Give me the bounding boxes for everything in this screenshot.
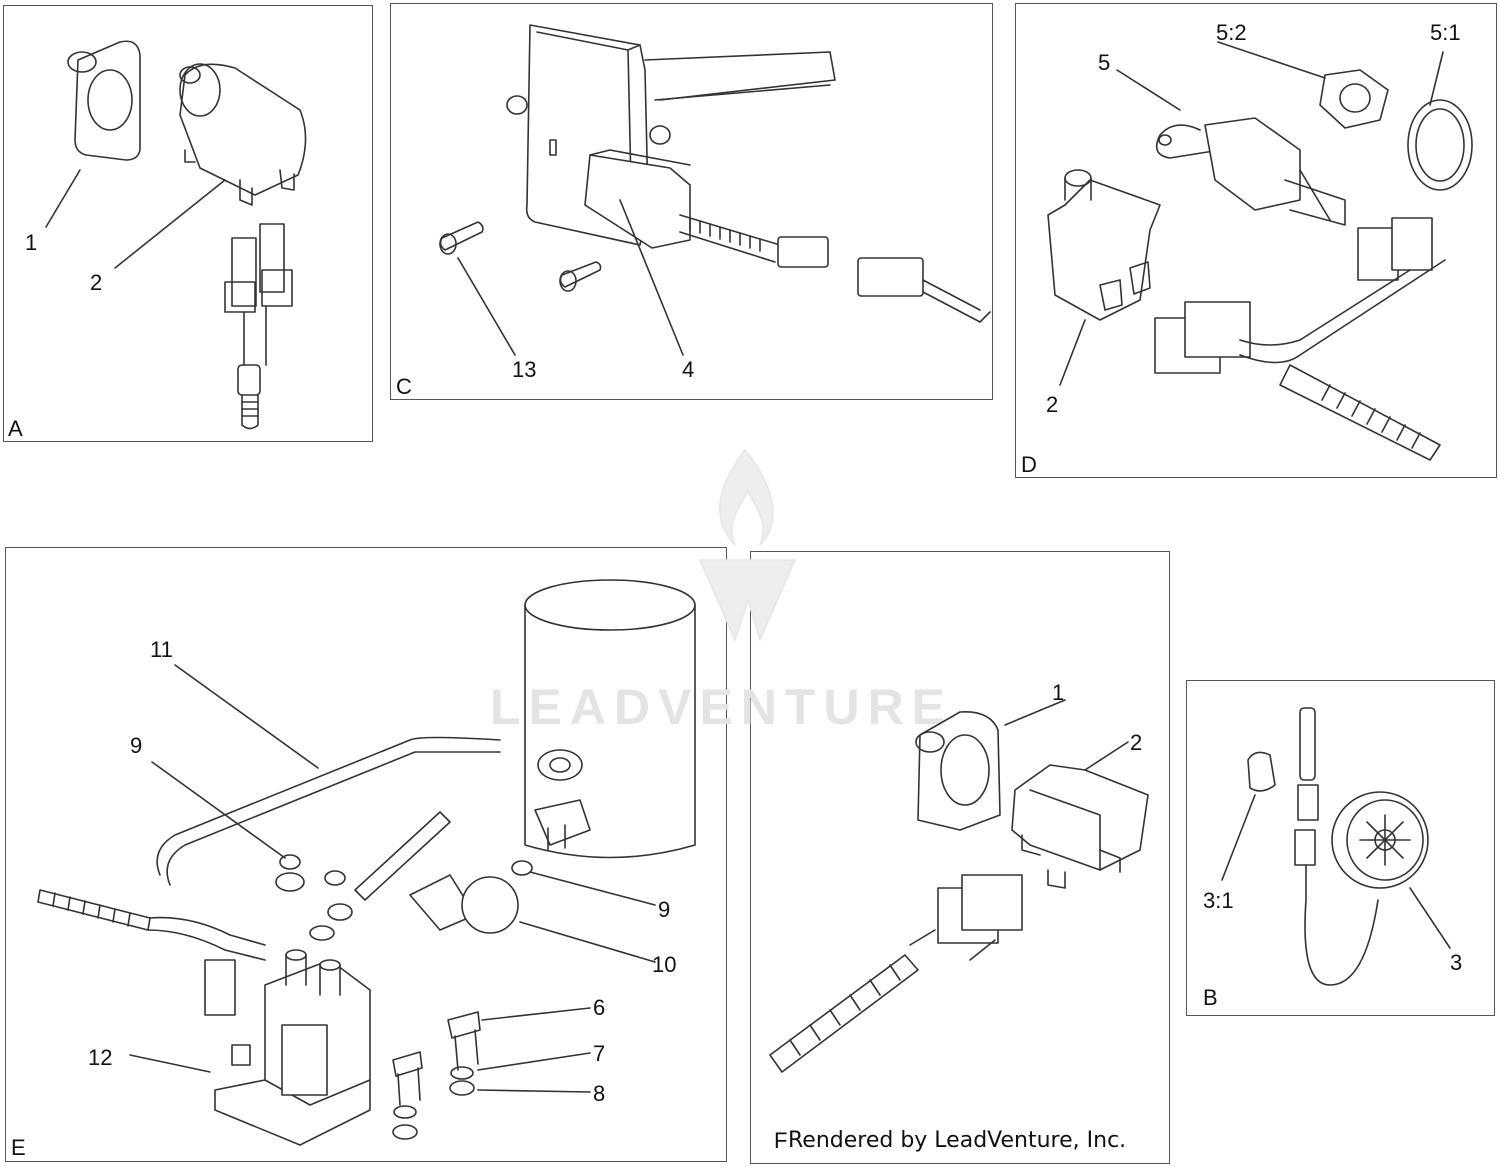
callout-e-8: 8 bbox=[593, 1081, 606, 1106]
callout-e-12: 12 bbox=[88, 1045, 113, 1070]
callout-e-6: 6 bbox=[593, 995, 606, 1020]
callout-b-3: 3 bbox=[1450, 950, 1463, 975]
panel-c bbox=[390, 3, 993, 400]
callout-d-5: 5 bbox=[1098, 50, 1111, 75]
callout-e-11: 11 bbox=[150, 637, 173, 662]
callout-e-10: 10 bbox=[652, 952, 677, 977]
callout-c-4: 4 bbox=[682, 357, 695, 382]
panel-d-label: D bbox=[1021, 452, 1037, 477]
panel-e-label: E bbox=[11, 1135, 26, 1160]
callout-a-2: 2 bbox=[90, 270, 103, 295]
callout-c-13: 13 bbox=[512, 357, 537, 382]
callout-e-9-right: 9 bbox=[658, 897, 671, 922]
watermark: LEADVENTURE bbox=[490, 679, 954, 735]
callout-e-9-left: 9 bbox=[130, 733, 143, 758]
panel-c-label: C bbox=[396, 374, 412, 399]
credit-text: Rendered by LeadVenture, Inc. bbox=[788, 1128, 1127, 1153]
callout-e-7: 7 bbox=[593, 1041, 606, 1066]
callout-d-2: 2 bbox=[1046, 392, 1059, 417]
callout-d-5-2: 5:2 bbox=[1216, 20, 1247, 45]
panel-f-label: F bbox=[774, 1128, 788, 1153]
callout-b-3-1: 3:1 bbox=[1203, 888, 1234, 913]
panel-a-label: A bbox=[8, 416, 23, 441]
callout-f-1: 1 bbox=[1052, 680, 1065, 705]
callout-d-5-1: 5:1 bbox=[1430, 20, 1461, 45]
callout-f-2: 2 bbox=[1130, 730, 1143, 755]
callout-a-1: 1 bbox=[25, 230, 38, 255]
panel-b-label: B bbox=[1203, 985, 1218, 1010]
